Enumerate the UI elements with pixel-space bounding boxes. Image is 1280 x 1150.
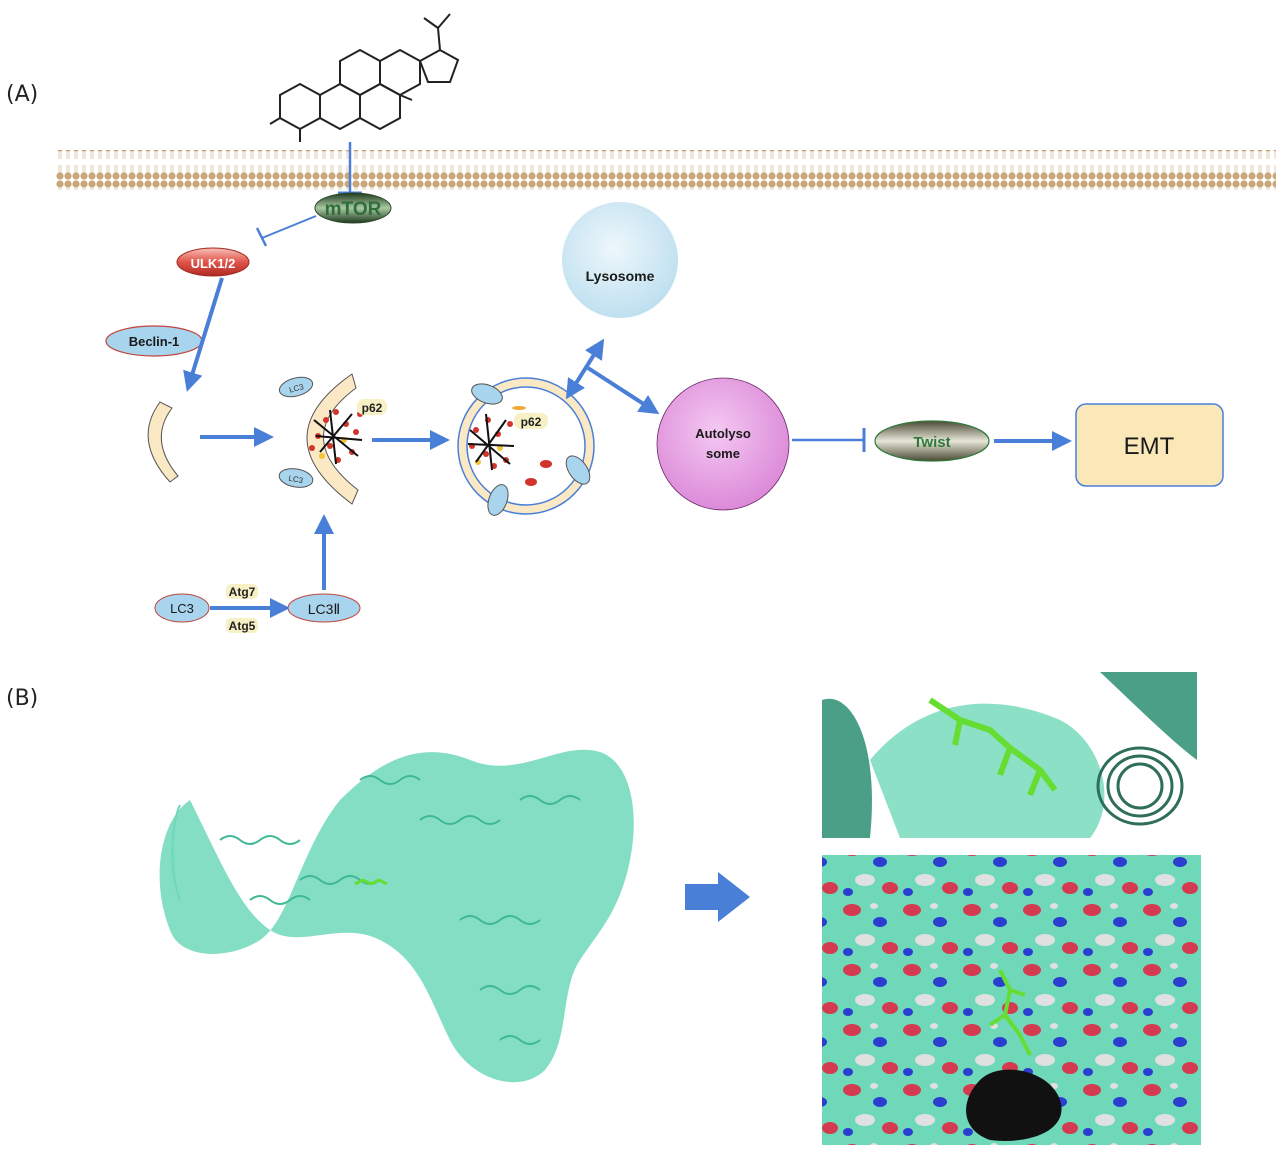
autolysosome-label-line2: some xyxy=(706,446,740,461)
lc3-tag-top-label: LC3 xyxy=(288,382,305,395)
lc3-node xyxy=(154,593,210,623)
lc3-tag-c xyxy=(471,383,503,405)
emt-box xyxy=(1075,403,1224,487)
lc3-tag-bottom xyxy=(278,468,314,488)
atg5-label: Atg5 xyxy=(229,619,256,633)
cargo-cluster-2 xyxy=(467,406,552,486)
lysosome-label: Lysosome xyxy=(586,268,655,284)
mtor-node xyxy=(314,192,392,224)
ulk-node xyxy=(176,247,250,277)
atg7-label: Atg7 xyxy=(229,585,256,599)
beclin-label: Beclin-1 xyxy=(129,334,180,349)
betulin-structure-icon xyxy=(269,13,460,142)
binding-site-surface-view xyxy=(822,855,1201,1145)
p62-label-b: p62 xyxy=(521,415,542,429)
autolysosome-label-line1: Autolyso xyxy=(695,426,751,441)
ulk-label: ULK1/2 xyxy=(191,256,236,271)
inhibition-bar xyxy=(255,227,268,247)
twist-label: Twist xyxy=(913,434,950,451)
twist-node xyxy=(874,420,990,462)
panel-b-label: (B) xyxy=(6,686,39,711)
cell-membrane xyxy=(56,150,1276,190)
lc3ii-node xyxy=(287,593,361,623)
lysosome-node xyxy=(562,202,678,318)
mtor-inhibits-ulk-line xyxy=(261,215,317,239)
fusion-arrow-to-autolysosome xyxy=(586,366,660,415)
lc3-label: LC3 xyxy=(170,601,194,616)
lc3ii-label: LC3Ⅱ xyxy=(308,601,341,617)
binding-site-ribbon-view xyxy=(822,672,1197,838)
p62-badge-a xyxy=(357,399,387,415)
fusion-arrow-to-lysosome xyxy=(565,338,605,400)
lc3-tag-bottom-label: LC3 xyxy=(288,474,305,486)
ulk-to-phagophore-arrow xyxy=(183,277,224,392)
lc3-tag-e xyxy=(487,484,509,516)
phagophore xyxy=(147,401,179,483)
emt-label: EMT xyxy=(1124,433,1175,460)
atg7-badge xyxy=(226,584,258,599)
p62-label-a: p62 xyxy=(362,401,383,415)
p62-badge-b xyxy=(514,413,548,429)
lc3-tag-top xyxy=(278,376,314,398)
autolysosome-node xyxy=(656,377,790,511)
lc3-tag-d xyxy=(565,455,591,485)
panel-a-label: (A) xyxy=(6,82,39,107)
closed-autophagosome-inner xyxy=(466,386,586,506)
protein-ribbon-structure xyxy=(159,749,634,1083)
zoom-arrow xyxy=(685,872,750,922)
atg5-badge xyxy=(226,618,258,633)
mtor-label: mTOR xyxy=(325,199,382,220)
